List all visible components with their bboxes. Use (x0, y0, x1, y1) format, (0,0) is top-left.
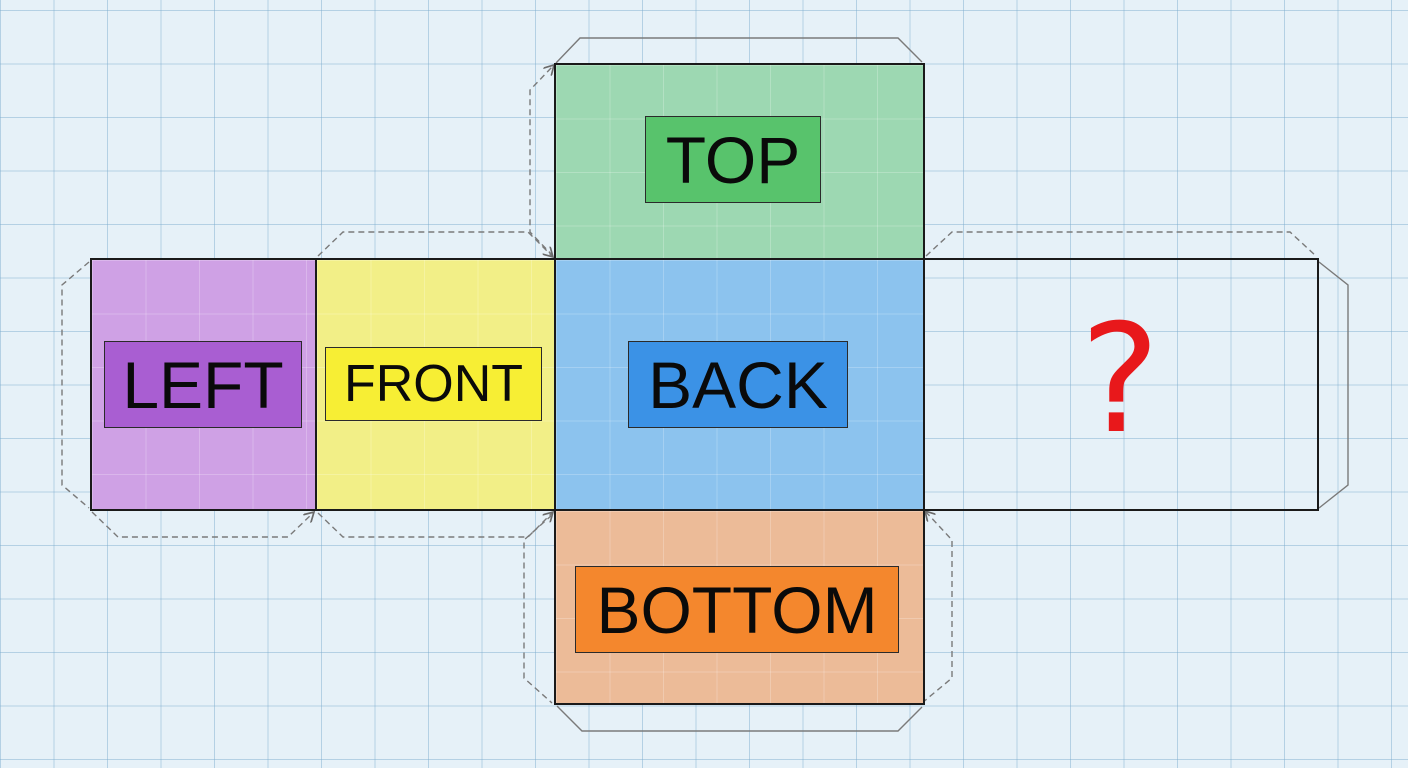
label-back: BACK (628, 341, 848, 428)
fold-line-left-bottom (91, 512, 313, 538)
fold-line-unknown-top (925, 231, 1317, 257)
fold-line-bottom-right (921, 512, 953, 704)
label-top: TOP (645, 116, 821, 203)
label-bottom: BOTTOM (575, 566, 899, 653)
fold-line-front-bottom (317, 513, 552, 538)
label-front: FRONT (325, 347, 542, 421)
fold-line-bottom-edge (556, 705, 923, 732)
fold-line-bottom-left (523, 514, 553, 704)
fold-line-left-side (61, 261, 90, 509)
face-unknown (923, 258, 1319, 511)
fold-line-unknown-right (1318, 261, 1349, 509)
face-top (554, 63, 925, 260)
fold-line-front-top (317, 231, 552, 256)
label-left: LEFT (104, 341, 302, 428)
fold-line-top-edge (555, 37, 923, 64)
fold-line-top-left (529, 66, 553, 257)
question-mark: ? (1080, 293, 1160, 467)
